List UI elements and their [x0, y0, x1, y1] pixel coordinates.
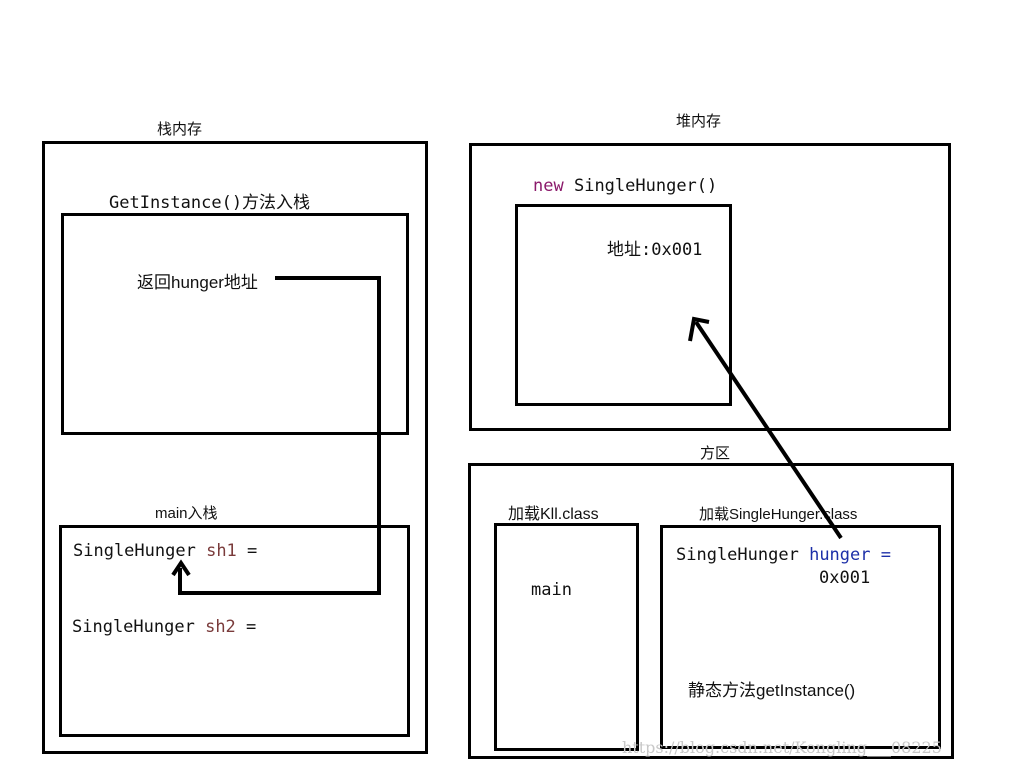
- singlehunger-object-box: [515, 204, 732, 406]
- constructor-call: SingleHunger(): [573, 176, 718, 196]
- new-keyword: new: [533, 176, 564, 196]
- sh1-type: SingleHunger: [73, 541, 196, 561]
- sh2-declaration: SingleHunger sh2 =: [72, 617, 256, 637]
- watermark: https://blog.csdn.net/Kongling___08225: [622, 738, 942, 757]
- sh1-variable: sh1: [206, 541, 237, 561]
- getinstance-frame-title: GetInstance()方法入栈: [109, 193, 311, 213]
- hunger-field-value: 0x001: [819, 568, 871, 588]
- sh1-equals: =: [247, 541, 258, 561]
- stack-memory-box: [42, 141, 428, 754]
- kll-class-box: [494, 523, 639, 751]
- sh2-equals: =: [246, 617, 257, 637]
- hunger-field-declaration: SingleHunger hunger =: [676, 545, 891, 565]
- new-object-expression: new SingleHunger(): [533, 176, 717, 196]
- sh2-variable: sh2: [205, 617, 236, 637]
- return-hunger-address-text: 返回hunger地址: [137, 273, 258, 292]
- heap-memory-title: 堆内存: [676, 113, 722, 130]
- main-method-label: main: [531, 580, 572, 600]
- hunger-field-type: SingleHunger: [676, 545, 799, 565]
- stack-memory-title: 栈内存: [157, 121, 203, 138]
- hunger-field-name: hunger: [809, 545, 871, 565]
- sh2-type: SingleHunger: [72, 617, 195, 637]
- hunger-field-equals: =: [880, 545, 891, 565]
- object-address-text: 地址:0x001: [607, 240, 703, 260]
- singlehunger-class-title: 加载SingleHunger.class: [699, 506, 858, 523]
- getinstance-frame-box: [61, 213, 409, 435]
- sh1-declaration: SingleHunger sh1 =: [73, 541, 257, 561]
- static-method-label: 静态方法getInstance(): [688, 681, 856, 700]
- method-area-title: 方区: [700, 445, 731, 462]
- kll-class-title: 加载Kll.class: [508, 506, 599, 523]
- main-frame-title: main入栈: [155, 505, 218, 522]
